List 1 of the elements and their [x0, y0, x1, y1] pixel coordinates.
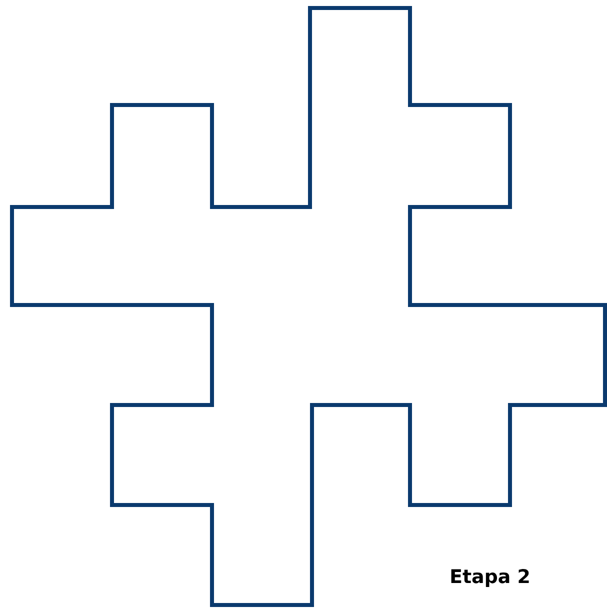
stage-label: Etapa 2 [451, 569, 529, 587]
